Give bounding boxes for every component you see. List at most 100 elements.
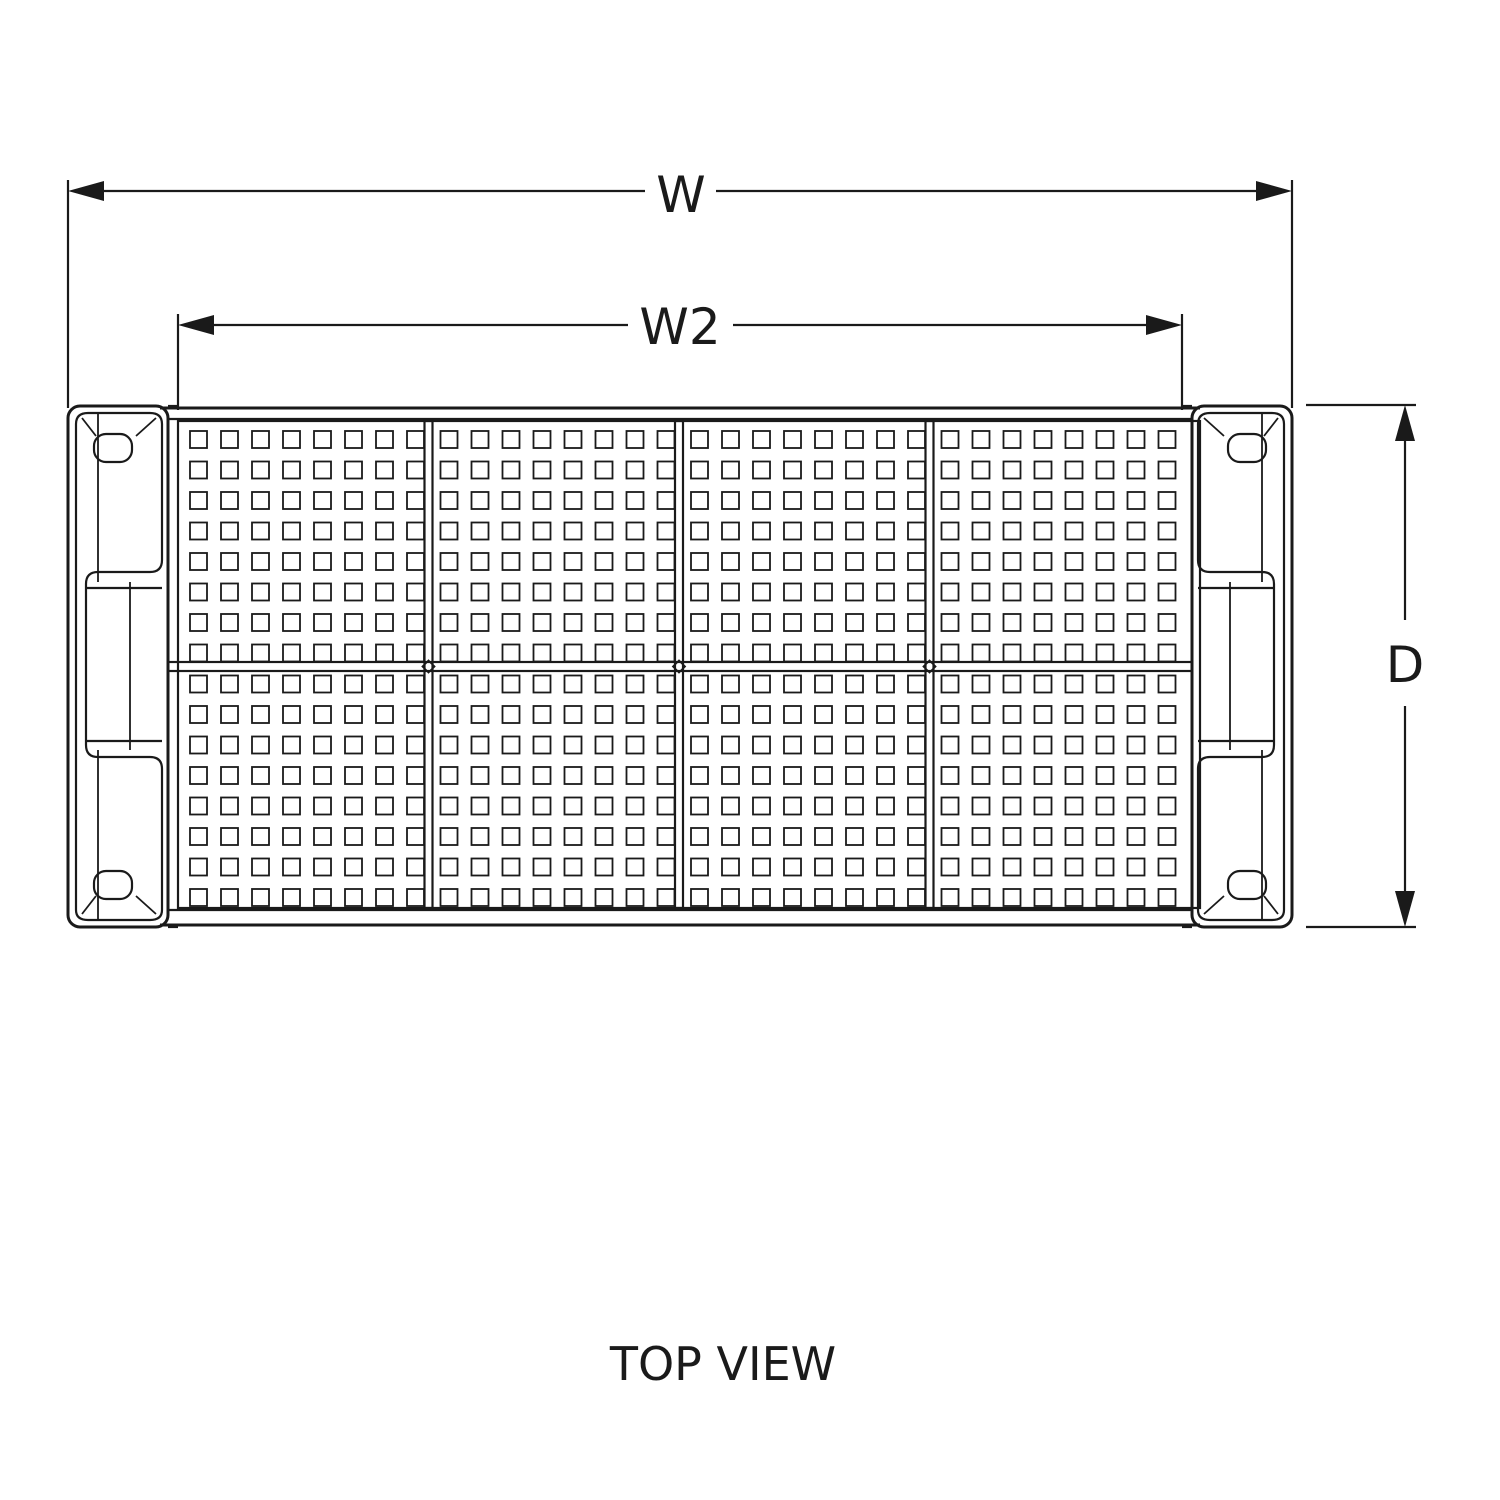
perforation-hole [752,430,771,449]
perforation-hole [439,827,459,846]
perforation-hole [971,460,991,480]
perforation-hole [313,674,332,694]
perforation-hole [1002,582,1022,602]
perforation-hole [940,613,960,632]
perforation-hole [1033,430,1053,449]
perforation-hole [344,430,363,449]
perforation-hole [313,430,332,449]
perforation-hole [501,613,521,632]
perforation-hole [783,827,802,846]
perforation-hole [1033,888,1053,907]
perforation-hole [594,888,614,907]
perforation-hole [876,552,895,571]
perforation-hole [690,582,709,602]
perforation-hole [344,705,363,724]
perforation-hole [783,552,802,571]
perforation-hole [189,735,208,755]
perforation-hole [690,705,709,724]
perforation-hole [625,827,645,846]
perforation-hole [721,613,740,632]
perforation-hole [563,521,583,541]
perforation-hole [876,796,895,816]
perforation-hole [439,552,459,571]
perforation-hole [845,827,864,846]
perforation-hole [282,796,301,816]
perforation-hole [876,674,895,694]
perforation-hole [375,613,394,632]
perforation-hole [940,888,960,907]
w-arrow-right-icon [1256,181,1292,201]
perforation-hole [656,766,676,785]
perforation-hole [594,796,614,816]
perforation-hole [501,766,521,785]
perforation-hole [1157,857,1177,877]
perforation-hole [907,766,926,785]
perforation-hole [940,674,960,694]
perforation-hole [783,582,802,602]
perforation-hole [251,857,270,877]
perforation-hole [470,857,490,877]
perforation-hole [721,643,740,663]
perforation-hole [845,735,864,755]
perforation-hole [344,643,363,663]
perforation-hole [501,674,521,694]
perforation-hole [690,460,709,480]
perforation-hole [1157,460,1177,480]
perforation-hole [594,766,614,785]
perforation-hole [752,582,771,602]
perforation-hole [907,582,926,602]
perforation-hole [344,674,363,694]
perforation-hole [375,827,394,846]
perforation-hole [971,857,991,877]
perforation-hole [907,643,926,663]
perforation-hole [406,613,425,632]
d-arrow-bottom-icon [1395,891,1415,927]
perforation-hole [501,430,521,449]
perforation-hole [1002,796,1022,816]
perforation-hole [563,888,583,907]
perforation-hole [721,796,740,816]
perforation-hole [1095,735,1115,755]
perforation-hole [439,491,459,510]
perforation-hole [845,857,864,877]
perforation-hole [189,857,208,877]
perforation-hole [1126,552,1146,571]
perforation-hole [532,827,552,846]
perforation-hole [375,766,394,785]
perforation-hole [406,705,425,724]
perforation-hole [220,460,239,480]
perforation-hole [783,430,802,449]
perforation-hole [282,827,301,846]
perforation-hole [251,491,270,510]
perforation-hole [220,796,239,816]
perforation-hole [690,735,709,755]
perforation-hole [940,705,960,724]
perforation-hole [313,827,332,846]
perforation-hole [907,827,926,846]
perforation-hole [313,888,332,907]
perforation-hole [1033,827,1053,846]
perforation-hole [470,705,490,724]
perforation-hole [1126,857,1146,877]
perforation-hole [876,491,895,510]
perforation-hole [532,735,552,755]
perforation-hole [344,827,363,846]
perforation-hole [656,613,676,632]
perforation-hole [721,582,740,602]
perforation-hole [625,643,645,663]
perforation-hole [563,552,583,571]
perforation-hole [1033,521,1053,541]
perforation-hole [625,705,645,724]
perforation-hole [656,857,676,877]
perforation-hole [721,888,740,907]
perforation-hole [1126,430,1146,449]
perforation-hole [220,766,239,785]
perforation-hole [783,857,802,877]
perforation-hole [1002,888,1022,907]
perforation-hole [189,430,208,449]
perforation-hole [656,888,676,907]
perforation-hole [375,491,394,510]
perforation-hole [406,460,425,480]
perforation-hole [1126,674,1146,694]
perforation-hole [845,796,864,816]
